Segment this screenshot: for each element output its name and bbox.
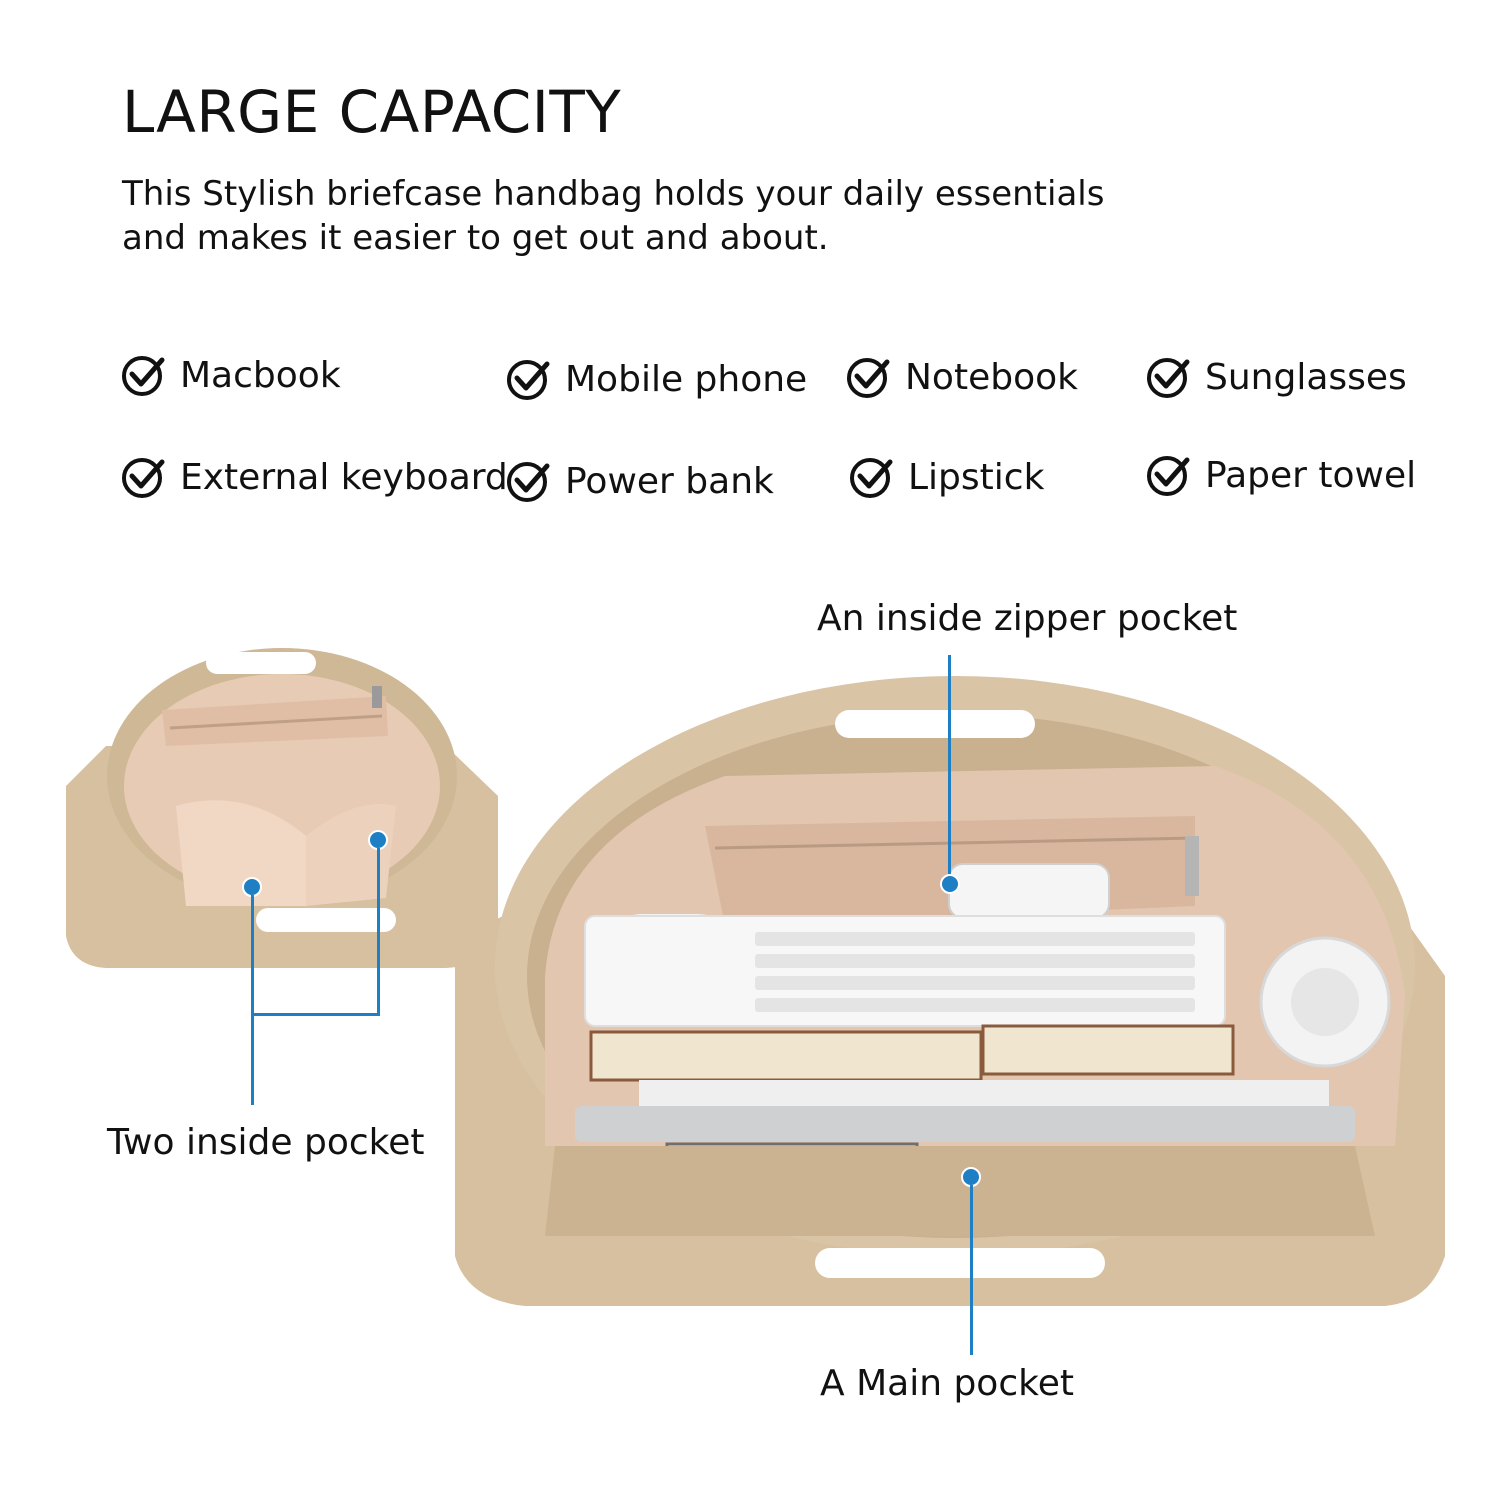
feature-label: External keyboard (180, 456, 508, 498)
small-bag-photo (66, 648, 498, 968)
check-circle-icon (505, 458, 551, 504)
feature-label: Macbook (180, 354, 341, 396)
feature-item-power-bank: Power bank (505, 458, 774, 504)
main-bag-photo (455, 676, 1445, 1306)
subtitle-line-2: and makes it easier to get out and about… (122, 218, 829, 258)
feature-item-lipstick: Lipstick (848, 454, 1044, 500)
callout-dot-left-pocket (242, 877, 262, 897)
feature-label: Mobile phone (565, 358, 808, 400)
check-circle-icon (845, 354, 891, 400)
check-circle-icon (120, 352, 166, 398)
feature-item-macbook: Macbook (120, 352, 341, 398)
check-circle-icon (1145, 452, 1191, 498)
check-circle-icon (1145, 354, 1191, 400)
feature-label: Sunglasses (1205, 356, 1407, 398)
callout-line-right-pocket (377, 848, 380, 1016)
feature-label: Notebook (905, 356, 1078, 398)
callout-label-main-pocket: A Main pocket (820, 1363, 1074, 1404)
callout-line-connector (251, 1013, 380, 1016)
feature-label: Paper towel (1205, 454, 1417, 496)
check-circle-icon (120, 454, 166, 500)
callout-label-zipper-pocket: An inside zipper pocket (817, 598, 1238, 639)
callout-line-zipper-pocket (948, 655, 951, 882)
feature-item-sunglasses: Sunglasses (1145, 354, 1407, 400)
feature-item-external-keyboard: External keyboard (120, 454, 508, 500)
feature-item-notebook: Notebook (845, 354, 1078, 400)
subtitle-line-1: This Stylish briefcase handbag holds you… (122, 174, 1105, 214)
callout-dot-main-pocket (961, 1167, 981, 1187)
callout-label-two-pockets: Two inside pocket (107, 1122, 425, 1163)
check-circle-icon (505, 356, 551, 402)
feature-item-paper-towel: Paper towel (1145, 452, 1416, 498)
page-title: LARGE CAPACITY (122, 78, 622, 146)
check-circle-icon (848, 454, 894, 500)
callout-line-main-pocket (970, 1185, 973, 1355)
callout-dot-zipper-pocket (940, 874, 960, 894)
callout-line-left-pocket (251, 895, 254, 1105)
feature-item-mobile-phone: Mobile phone (505, 356, 807, 402)
page-subtitle: This Stylish briefcase handbag holds you… (122, 172, 1202, 260)
callout-dot-right-pocket (368, 830, 388, 850)
feature-label: Power bank (565, 460, 774, 502)
feature-label: Lipstick (908, 456, 1045, 498)
